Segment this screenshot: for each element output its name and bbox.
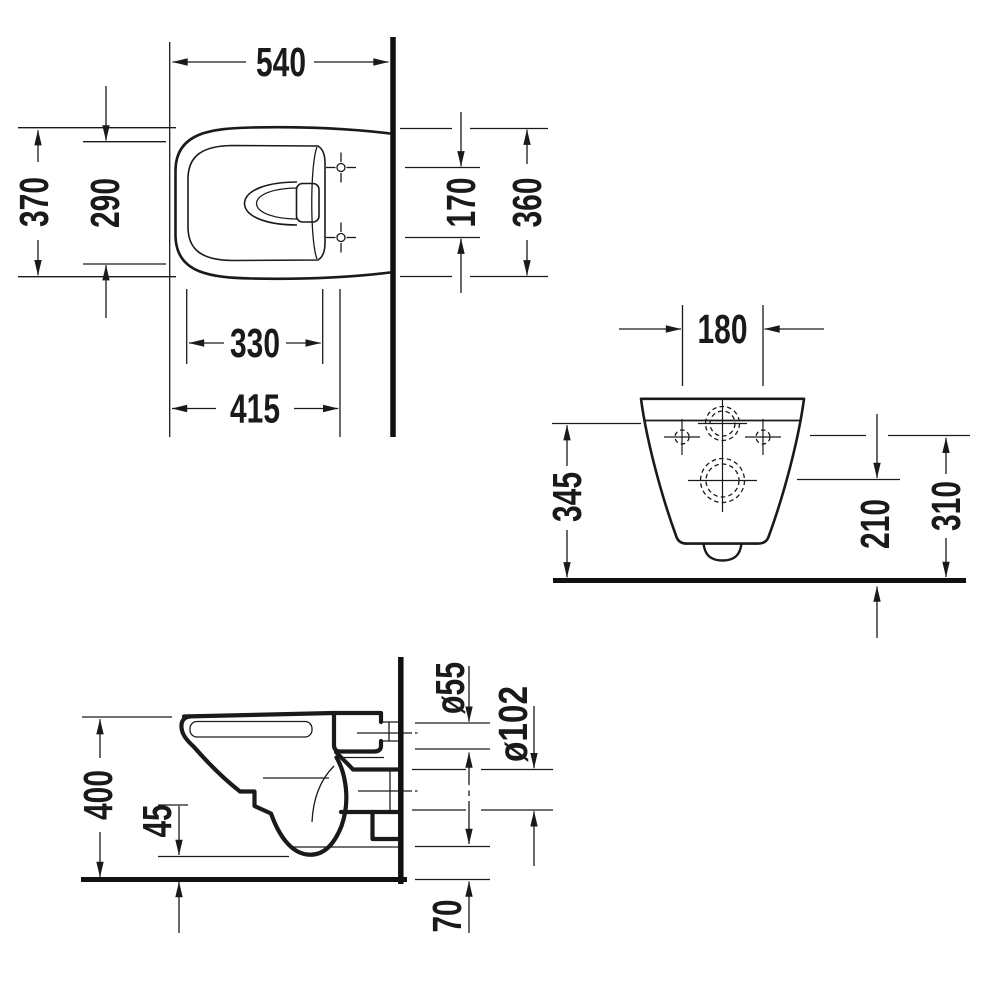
dimension-rear-outlet-height: 210 xyxy=(852,414,898,638)
dimension-plan-inner-width: 330 xyxy=(188,320,322,366)
plan-toilet-outline xyxy=(174,125,392,281)
rear-mounting-hole-right xyxy=(745,419,781,455)
dim-label-330: 330 xyxy=(230,320,280,366)
dim-label-540: 540 xyxy=(256,39,306,85)
side-extension-lines xyxy=(412,722,553,881)
dim-label-70: 70 xyxy=(424,900,470,933)
plan-extension-lines xyxy=(18,42,548,437)
dim-label-d102: ø102 xyxy=(490,686,536,762)
side-toilet-outline xyxy=(179,710,419,857)
dim-label-400: 400 xyxy=(75,770,121,820)
dimension-side-rim-height: 400 xyxy=(75,716,172,878)
rear-extension-lines xyxy=(797,434,970,481)
rear-outlet-hole xyxy=(688,457,757,504)
dim-label-415: 415 xyxy=(230,386,280,432)
dim-label-310: 310 xyxy=(923,481,969,531)
dimension-side-outlet-diameter: ø102 xyxy=(490,686,538,866)
dimension-side-supply-diameter: ø55 xyxy=(427,662,473,723)
plan-mounting-hole-top xyxy=(326,152,356,183)
dimension-plan-overall-depth: 370 xyxy=(11,129,57,276)
dim-label-d55: ø55 xyxy=(427,662,473,714)
plan-view: 540 370 290 170 360 330 xyxy=(11,37,550,437)
dimension-rear-hole-height: 310 xyxy=(923,437,969,578)
rear-view: 180 345 210 310 xyxy=(544,305,970,638)
dim-label-45: 45 xyxy=(134,805,180,838)
dimension-plan-front-width: 415 xyxy=(171,386,339,432)
dim-label-210: 210 xyxy=(852,499,898,549)
dimension-plan-inner-depth: 290 xyxy=(82,86,128,318)
dimension-plan-hole-zone-depth: 360 xyxy=(504,129,550,276)
plan-mounting-hole-bottom xyxy=(326,222,356,253)
dimension-plan-hole-spacing: 170 xyxy=(438,112,484,293)
rear-supply-hole xyxy=(698,405,747,442)
side-view: 400 45 ø55 ø102 70 xyxy=(75,657,553,933)
dim-label-345: 345 xyxy=(544,472,590,522)
dimension-rear-rim-height: 345 xyxy=(544,422,641,578)
dimension-side-underside-clearance: 45 xyxy=(134,804,289,933)
dim-label-170: 170 xyxy=(438,178,484,228)
dim-label-370: 370 xyxy=(11,177,57,227)
dimension-rear-hole-spacing: 180 xyxy=(619,305,824,386)
dim-label-180: 180 xyxy=(698,306,748,352)
dimension-plan-overall-width: 540 xyxy=(172,39,389,85)
dim-label-290: 290 xyxy=(82,178,128,228)
rear-toilet-outline xyxy=(639,397,806,562)
dim-label-360: 360 xyxy=(504,178,550,228)
rear-mounting-hole-left xyxy=(664,419,700,455)
dimension-side-outlet-bottom-offset: 70 xyxy=(424,881,473,933)
